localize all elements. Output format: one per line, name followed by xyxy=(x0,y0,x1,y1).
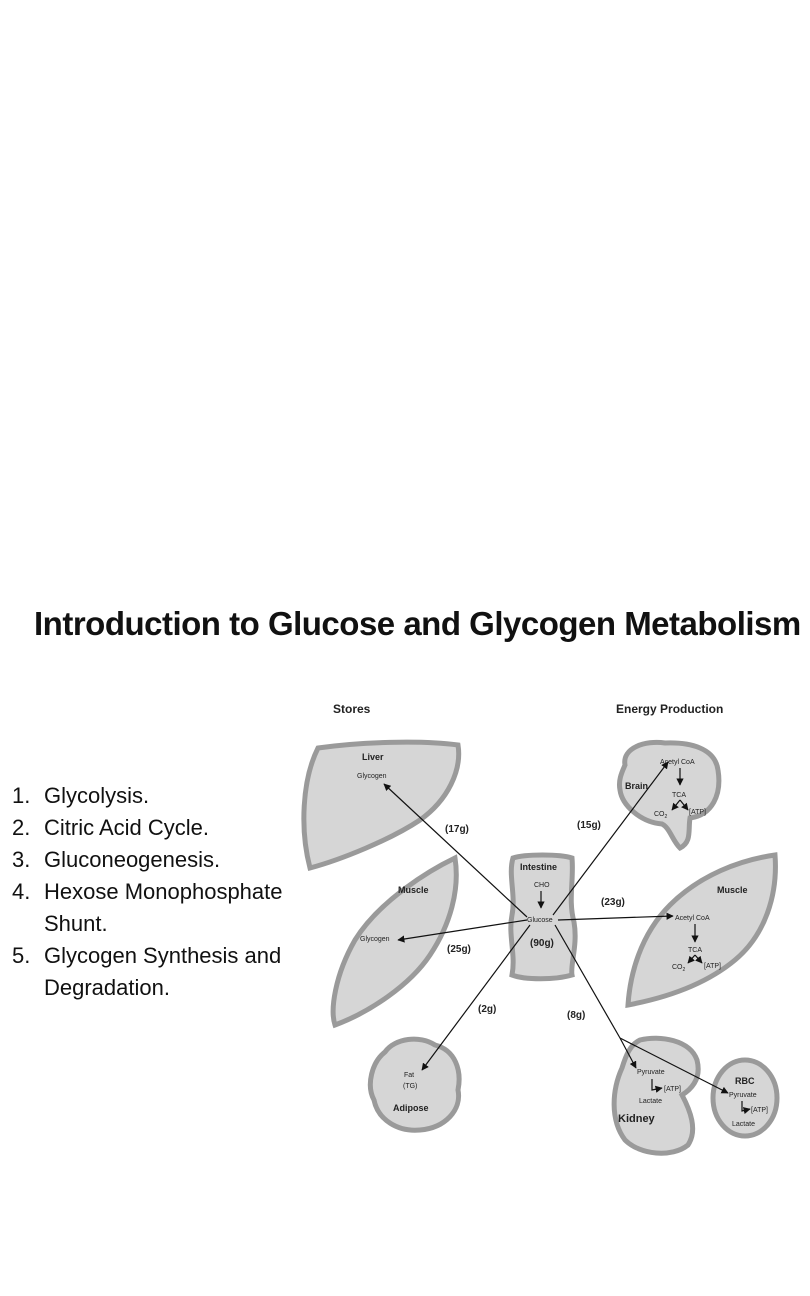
topic-number: 1. xyxy=(12,783,31,808)
rbc-label: RBC xyxy=(735,1076,755,1086)
brain-co2: CO2 xyxy=(654,811,668,820)
arrow-to-kidney xyxy=(619,1037,637,1069)
muscle-atp: [ATP] xyxy=(704,963,721,970)
amount-muscle-energy: (23g) xyxy=(601,897,625,908)
arrow-to-rbc xyxy=(619,1037,729,1094)
arrow-to-muscle-store xyxy=(397,919,528,943)
muscle-energy-label: Muscle xyxy=(717,885,748,895)
glucose-metabolism-diagram: Stores Energy Production Liver Glycogen … xyxy=(301,702,780,1156)
muscle-store-label: Muscle xyxy=(398,885,429,895)
brain-shape xyxy=(617,739,722,852)
adipose-label: Adipose xyxy=(393,1103,429,1113)
topic-item: 3. Gluconeogenesis. xyxy=(12,844,302,876)
topic-text: Glycogen Synthesis and Degradation. xyxy=(44,943,282,1000)
brain-tca: TCA xyxy=(672,792,686,799)
rbc-pyruvate-arrow xyxy=(741,1101,751,1115)
intestine-shape xyxy=(508,852,578,982)
intestine-cho: CHO xyxy=(534,882,550,889)
arrow-to-muscle-energy xyxy=(557,912,674,921)
liver-label: Liver xyxy=(362,752,384,762)
topic-text: Gluconeogenesis. xyxy=(44,847,221,872)
topic-number: 4. xyxy=(12,879,31,904)
kidney-pyruvate-arrow xyxy=(651,1079,663,1093)
topic-item: 2. Citric Acid Cycle. xyxy=(12,812,302,844)
brain-acetyl-coa: Acetyl CoA xyxy=(660,759,695,766)
muscle-energy-shape xyxy=(625,852,778,1009)
rbc-shape xyxy=(710,1057,780,1139)
muscle-store-shape xyxy=(330,854,459,1029)
topic-text: Hexose Monophosphate Shunt. xyxy=(44,879,283,936)
amount-muscle-store: (25g) xyxy=(447,944,471,955)
liver-glycogen: Glycogen xyxy=(357,773,387,780)
amount-adipose: (2g) xyxy=(478,1004,496,1015)
energy-production-header: Energy Production xyxy=(616,702,723,716)
topic-text: Citric Acid Cycle. xyxy=(44,815,210,840)
liver-shape xyxy=(301,739,462,872)
kidney-lactate: Lactate xyxy=(639,1098,662,1105)
brain-atp-arrow xyxy=(679,799,689,811)
topic-number: 3. xyxy=(12,847,31,872)
adipose-fat: Fat xyxy=(404,1072,414,1079)
topic-number: 5. xyxy=(12,943,31,968)
kidney-pyruvate: Pyruvate xyxy=(637,1069,665,1076)
amount-total: (90g) xyxy=(530,938,554,949)
topic-item: 5. Glycogen Synthesis and Degradation. xyxy=(12,940,302,1004)
topic-list: 1. Glycolysis. 2. Citric Acid Cycle. 3. … xyxy=(12,780,302,1004)
stores-header: Stores xyxy=(333,702,371,716)
amount-liver: (17g) xyxy=(445,824,469,835)
muscle-acetyl-coa: Acetyl CoA xyxy=(675,915,710,922)
topic-text: Glycolysis. xyxy=(44,783,150,808)
kidney-shape xyxy=(611,1035,701,1156)
amount-kidney-rbc: (8g) xyxy=(567,1010,585,1021)
rbc-lactate: Lactate xyxy=(732,1121,755,1128)
line-to-kidney-rbc xyxy=(554,924,621,1039)
rbc-pyruvate: Pyruvate xyxy=(729,1092,757,1099)
arrow-to-liver xyxy=(383,783,528,918)
arrow-to-adipose xyxy=(421,924,531,1071)
adipose-tg: (TG) xyxy=(403,1083,417,1090)
brain-label: Brain xyxy=(625,781,648,791)
amount-brain: (15g) xyxy=(577,820,601,831)
rbc-atp: [ATP] xyxy=(751,1107,768,1114)
slide-title: Introduction to Glucose and Glycogen Met… xyxy=(34,605,801,642)
brain-co2-arrow xyxy=(671,799,681,811)
adipose-shape xyxy=(368,1036,462,1133)
brain-atp: [ATP] xyxy=(689,809,706,816)
topic-item: 4. Hexose Monophosphate Shunt. xyxy=(12,876,302,940)
topic-item: 1. Glycolysis. xyxy=(12,780,302,812)
arrow-to-brain xyxy=(552,761,669,916)
kidney-label: Kidney xyxy=(618,1113,656,1125)
muscle-co2: CO2 xyxy=(672,964,686,973)
kidney-atp: [ATP] xyxy=(664,1086,681,1093)
muscle-tca: TCA xyxy=(688,947,702,954)
intestine-glucose: Glucose xyxy=(527,917,553,924)
muscle-co2-arrow xyxy=(687,954,696,964)
muscle-store-glycogen: Glycogen xyxy=(360,936,390,943)
muscle-atp-arrow xyxy=(694,954,703,964)
topic-number: 2. xyxy=(12,815,31,840)
intestine-label: Intestine xyxy=(520,862,557,872)
